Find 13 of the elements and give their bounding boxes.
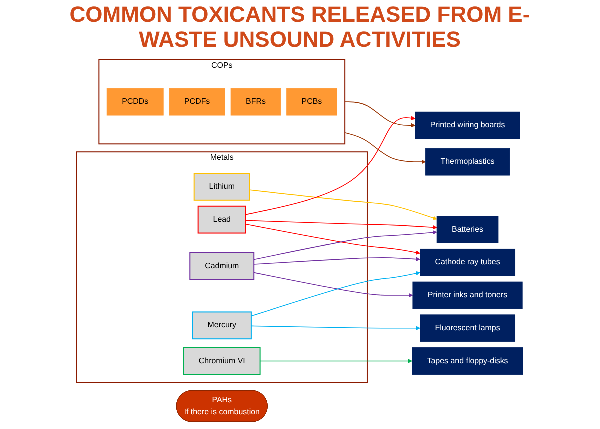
- arrow: [246, 220, 438, 230]
- arrow: [250, 190, 438, 220]
- arrow: [254, 272, 414, 298]
- arrow: [344, 132, 426, 164]
- arrow: [260, 359, 412, 364]
- arrow: [246, 224, 420, 255]
- arrow: [254, 230, 438, 260]
- arrow: [251, 326, 420, 331]
- arrow: [246, 116, 416, 216]
- diagram-title: COMMON TOXICANTS RELEASED FROM E-WASTE UNSOUND ACTIVITIES: [68, 2, 532, 52]
- arrow: [251, 271, 420, 317]
- arrow: [254, 257, 420, 265]
- arrow: [344, 102, 416, 128]
